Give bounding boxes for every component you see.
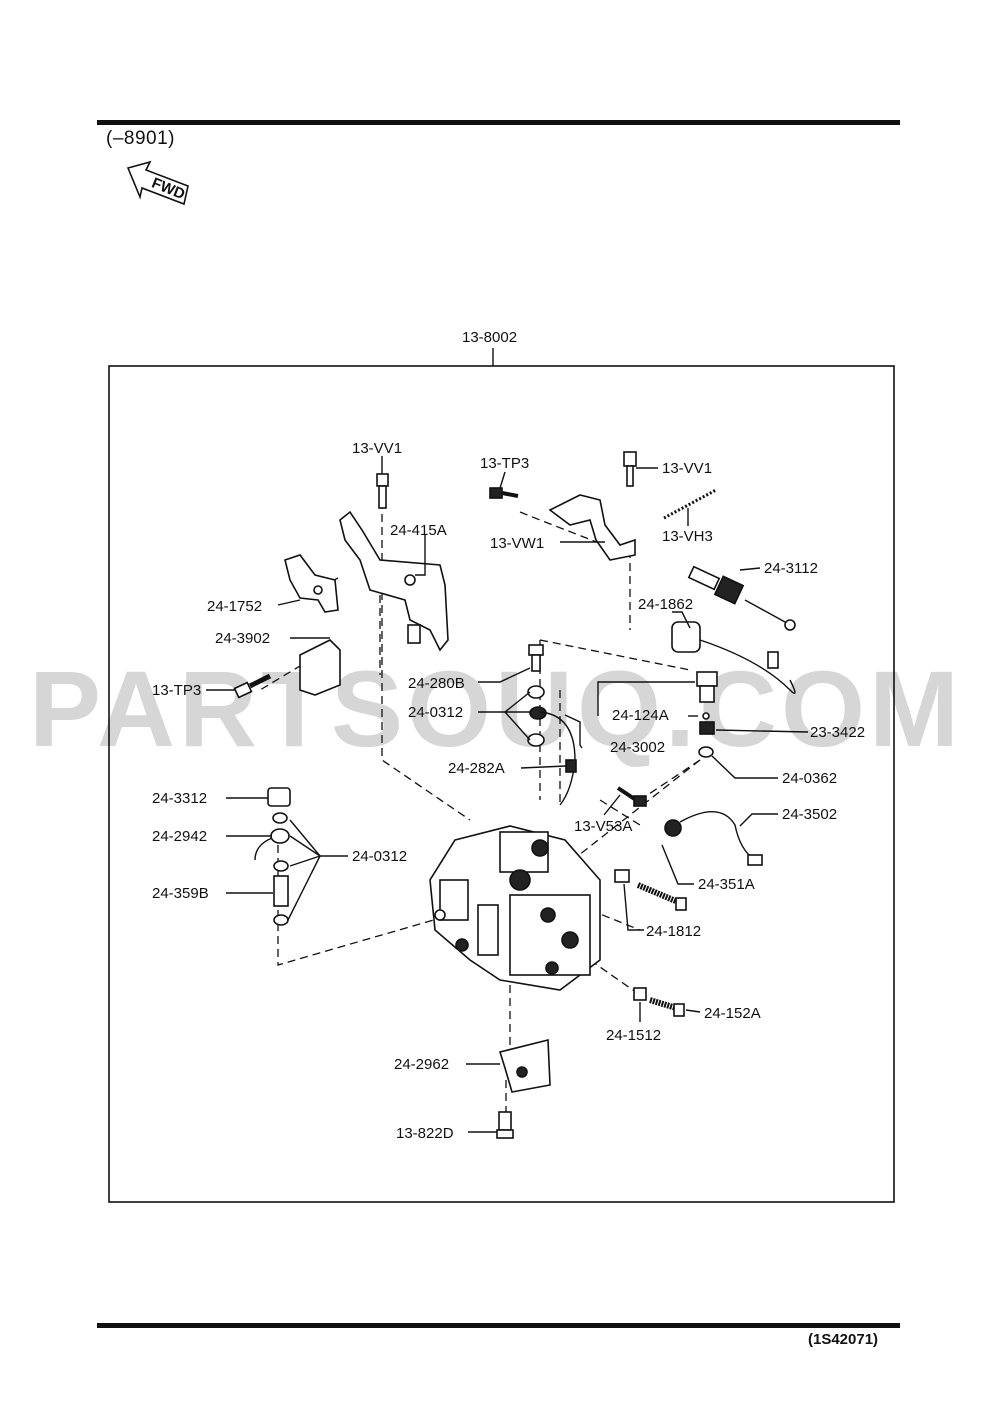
clip-24-282a (565, 759, 577, 773)
callout-c13: 24-0312 (408, 704, 463, 721)
callout-c11: 13-TP3 (152, 682, 201, 699)
pipe-24-3002 (539, 711, 576, 806)
callout-c4: 24-415A (390, 522, 447, 539)
callout-c29: 24-2962 (394, 1056, 449, 1073)
bolt-13-tp3-top (489, 487, 519, 499)
bottom-rule (97, 1323, 900, 1328)
injection-pump-body (429, 825, 601, 991)
cap-24-1862 (671, 621, 796, 694)
callout-c6: 13-VH3 (662, 528, 713, 545)
fwd-label: FWD (149, 175, 187, 204)
callout-c22: 24-0312 (352, 848, 407, 865)
callout-c9: 24-1862 (638, 596, 693, 613)
callout-c24: 24-351A (698, 876, 755, 893)
assembly-frame (108, 365, 895, 1203)
callout-c15: 23-3422 (810, 724, 865, 741)
callout-c8: 24-1752 (207, 598, 262, 615)
callout-c25: 24-359B (152, 885, 209, 902)
bracket-13-vw1 (548, 494, 636, 561)
assembly-label: 13-8002 (462, 329, 517, 346)
callout-c27: 24-152A (704, 1005, 761, 1022)
bolt-13-tp3-left (233, 673, 272, 699)
bracket-24-1752 (284, 554, 339, 613)
callout-c2: 13-TP3 (480, 455, 529, 472)
pipe-24-3502 (664, 811, 763, 866)
stud-13-vh3 (663, 488, 717, 520)
bolt-13-822d (496, 1111, 514, 1139)
drawing-code: (1S42071) (808, 1331, 879, 1348)
plate-24-3902 (299, 639, 341, 696)
callout-c30: 13-822D (396, 1125, 454, 1142)
callout-c5: 13-VW1 (490, 535, 544, 552)
callout-c7: 24-3112 (764, 560, 818, 577)
callout-c1: 13-VV1 (352, 440, 402, 457)
callout-labels: 13-VV1 13-TP3 13-VV1 24-415A 13-VW1 13-V… (152, 440, 865, 1142)
callout-c18: 24-0362 (782, 770, 837, 787)
callout-c19: 24-3312 (152, 790, 207, 807)
callout-c26: 24-1812 (646, 923, 701, 940)
callout-c23: 13-V53A (574, 818, 632, 835)
callout-c28: 24-1512 (606, 1027, 661, 1044)
callout-c12: 24-280B (408, 675, 465, 692)
solenoid-24-3112 (687, 565, 796, 631)
bolt-24-280b (528, 644, 544, 672)
bracket-24-2962 (498, 1038, 551, 1093)
bolt-13-vv1-left (376, 473, 389, 509)
callout-c14: 24-124A (612, 707, 669, 724)
fwd-arrow-icon: FWD (126, 160, 189, 206)
callout-c10: 24-3902 (215, 630, 270, 647)
top-rule (97, 120, 900, 125)
model-range-label: (–8901) (106, 128, 175, 149)
left-fittings (254, 787, 291, 926)
bracket-24-415a (339, 510, 449, 652)
callout-c3: 13-VV1 (662, 460, 712, 477)
callout-c17: 24-282A (448, 760, 505, 777)
bolt-24-152a-nut-24-1512 (633, 987, 685, 1017)
leader-lines (206, 456, 809, 1133)
callout-c21: 24-2942 (152, 828, 207, 845)
callout-c20: 24-3502 (782, 806, 837, 823)
nut-and-bolt-24-1812 (614, 869, 687, 911)
bolt-13-vv1-right (623, 451, 637, 487)
washers-23-3422-24-0362 (698, 712, 715, 758)
washers-24-0312 (527, 685, 547, 747)
callout-c16: 24-3002 (610, 739, 665, 756)
bolt-13-v53a (616, 786, 647, 807)
valve-24-124a (696, 671, 718, 703)
